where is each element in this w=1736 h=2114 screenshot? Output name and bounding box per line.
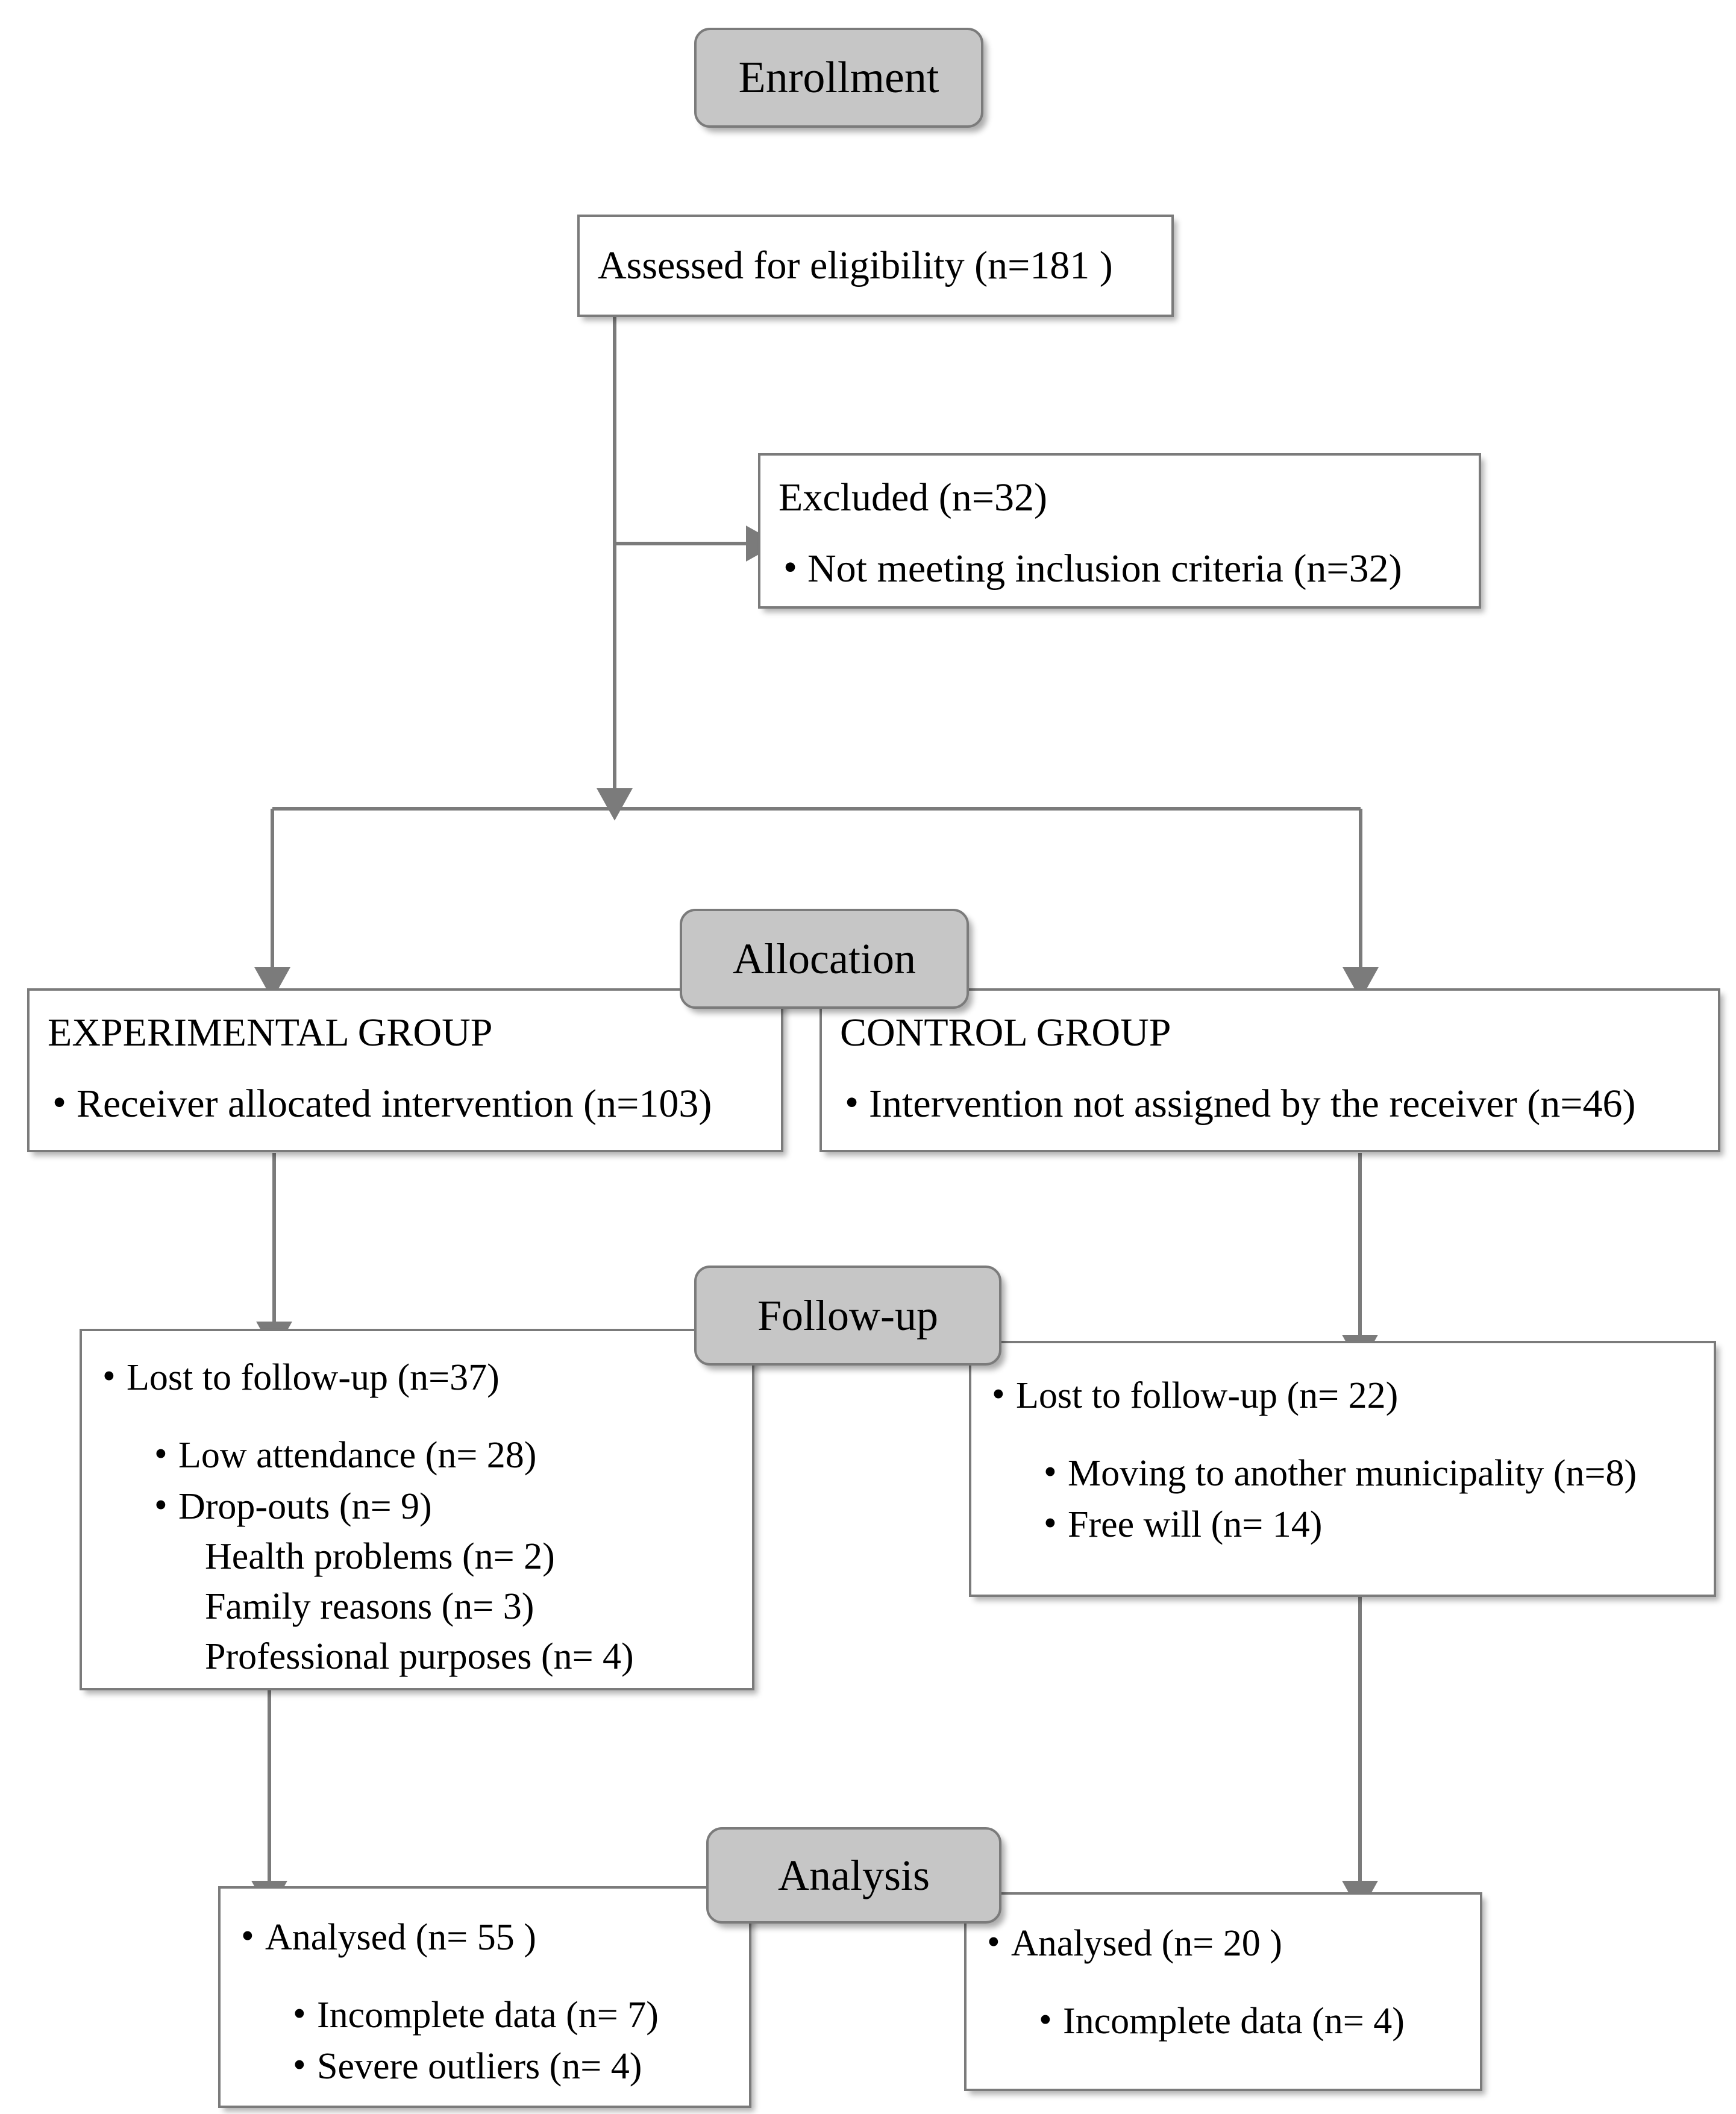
stage-badge-followup: Follow-up — [694, 1266, 1001, 1366]
node-control-analysis: Analysed (n= 20 ) Incomplete data (n= 4) — [964, 1892, 1482, 2091]
experimental-low-attendance: Low attendance (n= 28) — [149, 1429, 736, 1481]
experimental-allocation-bullet: Receiver allocated intervention (n=103) — [48, 1076, 763, 1131]
control-incomplete-data: Incomplete data (n= 4) — [1034, 1995, 1464, 2047]
excluded-heading: Excluded (n=32) — [779, 475, 1047, 519]
control-lost-to-followup: Lost to follow-up (n= 22) — [987, 1370, 1698, 1421]
assessed-text: Assessed for eligibility (n=181 ) — [598, 243, 1113, 287]
experimental-incomplete-data: Incomplete data (n= 7) — [288, 1989, 733, 2040]
node-experimental-allocation: EXPERIMENTAL GROUP Receiver allocated in… — [27, 988, 783, 1152]
stage-label-followup: Follow-up — [757, 1291, 939, 1340]
stage-badge-enrollment: Enrollment — [694, 28, 983, 128]
node-experimental-analysis: Analysed (n= 55 ) Incomplete data (n= 7)… — [218, 1886, 751, 2108]
stage-label-allocation: Allocation — [733, 934, 916, 983]
experimental-lost-to-followup: Lost to follow-up (n=37) — [98, 1352, 736, 1403]
experimental-analysed: Analysed (n= 55 ) — [236, 1912, 733, 1963]
experimental-dropout-family: Family reasons (n= 3) — [205, 1586, 534, 1628]
excluded-reason: Not meeting inclusion criteria (n=32) — [779, 541, 1461, 595]
control-moving-municipality: Moving to another municipality (n=8) — [1039, 1447, 1698, 1499]
stage-badge-allocation: Allocation — [680, 909, 969, 1009]
experimental-severe-outliers: Severe outliers (n= 4) — [288, 2040, 733, 2092]
stage-label-analysis: Analysis — [778, 1851, 930, 1899]
control-allocation-heading: CONTROL GROUP — [840, 1011, 1171, 1055]
stage-label-enrollment: Enrollment — [738, 52, 939, 102]
experimental-dropouts: Drop-outs (n= 9) — [149, 1481, 736, 1532]
control-analysed: Analysed (n= 20 ) — [982, 1918, 1464, 1969]
experimental-allocation-heading: EXPERIMENTAL GROUP — [48, 1011, 493, 1055]
experimental-dropout-health: Health problems (n= 2) — [205, 1536, 555, 1578]
node-control-allocation: CONTROL GROUP Intervention not assigned … — [819, 988, 1720, 1152]
node-experimental-followup: Lost to follow-up (n=37) Low attendance … — [80, 1329, 754, 1690]
control-free-will: Free will (n= 14) — [1039, 1499, 1698, 1550]
node-assessed-for-eligibility: Assessed for eligibility (n=181 ) — [577, 215, 1174, 317]
node-excluded: Excluded (n=32) Not meeting inclusion cr… — [758, 453, 1481, 609]
experimental-dropout-professional: Professional purposes (n= 4) — [205, 1636, 634, 1678]
node-control-followup: Lost to follow-up (n= 22) Moving to anot… — [969, 1341, 1716, 1597]
stage-badge-analysis: Analysis — [706, 1827, 1001, 1924]
control-allocation-bullet: Intervention not assigned by the receive… — [840, 1076, 1700, 1131]
